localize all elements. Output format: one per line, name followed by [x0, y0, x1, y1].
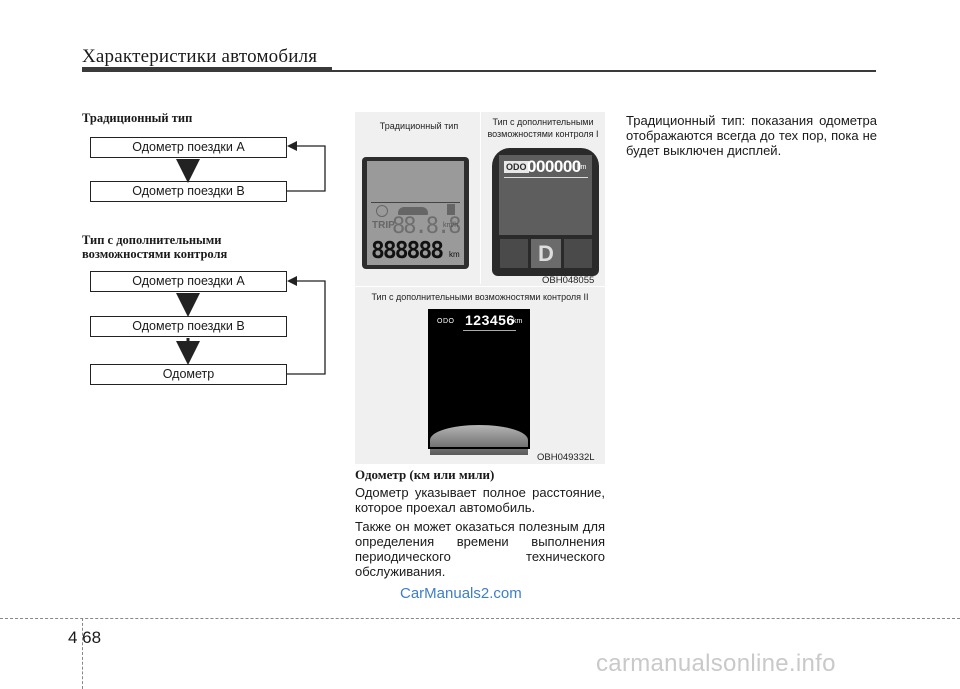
- odo-unit-top: km: [577, 164, 587, 171]
- odometer-description: Одометр указывает полное расстояние, кот…: [355, 485, 605, 579]
- odometer-heading: Одометр (км или мили): [355, 467, 495, 482]
- odo-label-bottom: ODO: [437, 318, 455, 325]
- footer-vertical-rule: [82, 618, 83, 689]
- loop-line: [287, 145, 326, 192]
- lcd-trip-label: TRIP: [372, 220, 395, 231]
- lcd-odometer-digits: 888888: [371, 238, 444, 264]
- odo-value-top: 000000: [527, 157, 581, 176]
- right-description: Традиционный тип: показания одометра ото…: [626, 113, 877, 158]
- figure-divider-horizontal: [355, 286, 605, 287]
- odo-underline-2: [463, 330, 516, 331]
- flow-box-trip-a-2: Одометр поездки A: [90, 271, 287, 292]
- caption-extended-2: возможностями контроля I: [487, 129, 599, 139]
- flow-box-trip-b-2: Одометр поездки B: [90, 316, 287, 337]
- lcd-speed-unit: km/h: [443, 222, 459, 229]
- lcd-small-digits: 88.8.8: [392, 214, 461, 239]
- flow-arrows-extended: [176, 276, 326, 375]
- figure-code-bottom: OBH049332L: [537, 452, 595, 463]
- odometer-para-1: Одометр указывает полное расстояние, кот…: [355, 485, 605, 515]
- section-extended-title-1: Тип с дополнительными: [82, 233, 222, 247]
- odo-unit-bottom: km: [513, 318, 523, 325]
- cluster-segment-right: [564, 239, 592, 268]
- flow-box-trip-a: Одометр поездки A: [90, 137, 287, 158]
- page-header-title: Характеристики автомобиля: [82, 46, 318, 67]
- caption-traditional: Традиционный тип: [379, 121, 459, 131]
- flow-arrows-traditional: [176, 141, 326, 192]
- watermark-carmanuals2: CarManuals2.com: [400, 585, 522, 602]
- header-rule-thin: [332, 70, 876, 72]
- right-para: Традиционный тип: показания одометра ото…: [626, 113, 877, 158]
- watermark-carmanualsonline: carmanualsonline.info: [596, 650, 836, 677]
- footer-rule: [0, 618, 960, 619]
- caption-extended-1: Тип с дополнительными: [492, 117, 594, 127]
- odometer-para-2: Также он может оказаться полезным для оп…: [355, 519, 605, 579]
- lcd-odometer-unit: km: [449, 250, 460, 259]
- caption-extended-2-type: Тип с дополнительными возможностями конт…: [371, 292, 589, 302]
- odo-underline: [504, 177, 588, 178]
- dial-arc: [430, 425, 528, 455]
- loop-line: [287, 280, 326, 375]
- odo-label-top: ODO: [504, 161, 529, 173]
- odo-value-bottom: 123456: [465, 312, 515, 328]
- figure-divider-vertical: [480, 112, 481, 284]
- arrow-left-icon: [287, 141, 297, 151]
- figure-code-top: OBH048055: [542, 275, 595, 286]
- cluster-segment-left: [500, 239, 528, 268]
- section-extended-title-2: возможностями контроля: [82, 247, 228, 261]
- dial-base: [428, 447, 530, 449]
- arrow-left-icon: [287, 276, 297, 286]
- clock-icon: [376, 205, 388, 217]
- page-number: 4 68: [68, 628, 102, 647]
- gear-indicator: D: [531, 239, 561, 268]
- fuel-icon: [447, 204, 455, 215]
- lcd-bar-line: [371, 202, 460, 203]
- header-rule-thick: [82, 67, 332, 72]
- car-icon: [398, 207, 428, 215]
- section-traditional-title: Традиционный тип: [82, 111, 193, 125]
